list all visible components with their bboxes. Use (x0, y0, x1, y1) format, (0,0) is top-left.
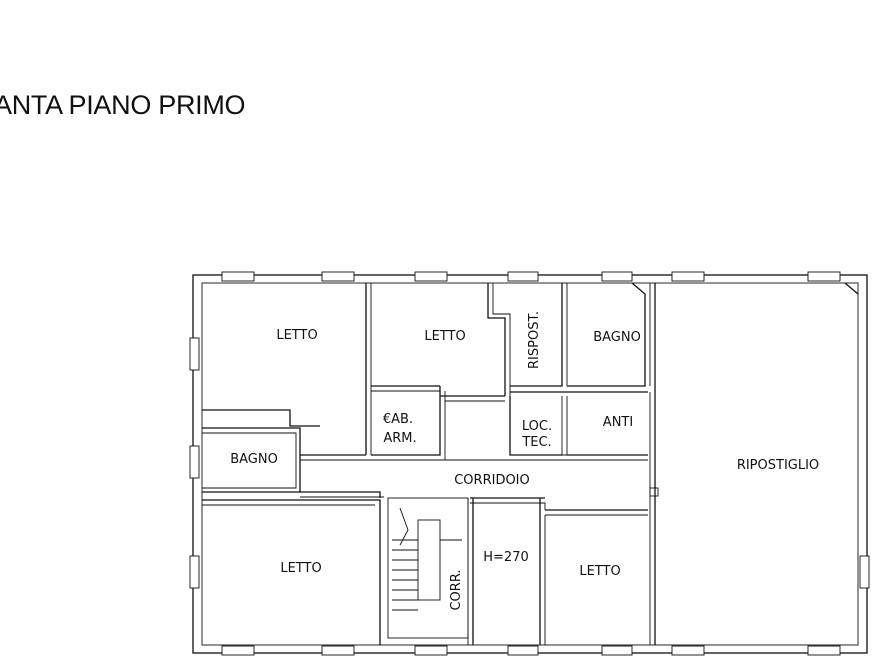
room-labels: LETTO LETTO RISPOST. BAGNO €AB. ARM. LOC… (230, 311, 819, 611)
room-label-letto-n: LETTO (424, 329, 465, 344)
room-label-loc-tec-line2: TEC. (521, 435, 551, 450)
room-label-bagno-ne: BAGNO (593, 330, 641, 345)
room-label-loc-tec-line1: LOC. (522, 419, 552, 434)
room-label-letto-nw: LETTO (276, 328, 317, 343)
room-label-anti: ANTI (603, 415, 633, 430)
room-label-letto-sw: LETTO (280, 561, 321, 576)
room-label-cab-arm-line2: ARM. (383, 431, 416, 446)
room-label-cab-arm-line1: €AB. (383, 412, 413, 427)
room-label-ripostiglio: RIPOSTIGLIO (737, 458, 819, 473)
room-label-height: H=270 (483, 550, 528, 565)
room-label-letto-se: LETTO (579, 564, 620, 579)
interior-walls (202, 282, 859, 645)
plan-title: ANTA PIANO PRIMO (0, 90, 246, 120)
room-label-rispost: RISPOST. (527, 311, 542, 369)
room-label-corr: CORR. (449, 569, 464, 610)
room-label-bagno-w: BAGNO (230, 452, 278, 467)
windows (189, 271, 870, 656)
room-label-corridoio: CORRIDOIO (454, 473, 530, 488)
